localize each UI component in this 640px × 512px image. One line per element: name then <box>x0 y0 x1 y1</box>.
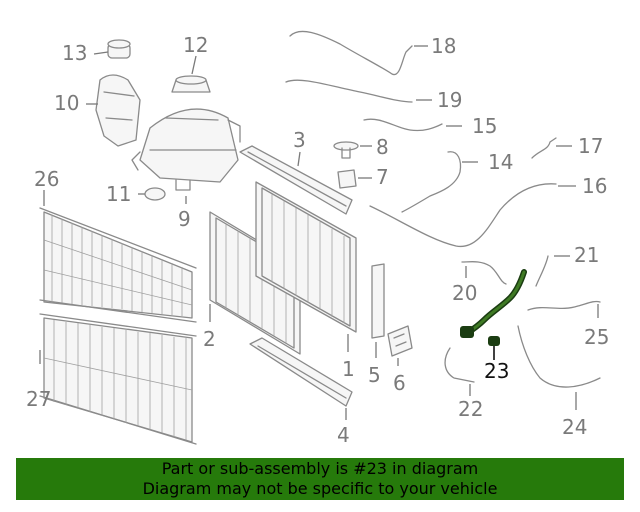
part-18-hose[interactable] <box>289 30 413 76</box>
part-27-grille-lower[interactable] <box>39 313 197 445</box>
label-part-25[interactable]: 25 <box>584 325 609 349</box>
part-19-hose[interactable] <box>285 79 413 103</box>
part-info-banner: Part or sub-assembly is #23 in diagram D… <box>16 458 624 500</box>
label-part-17[interactable]: 17 <box>578 134 603 158</box>
label-part-22[interactable]: 22 <box>458 397 483 421</box>
label-part-12[interactable]: 12 <box>183 33 208 57</box>
part-20-hose[interactable] <box>461 261 507 285</box>
label-part-24[interactable]: 24 <box>562 415 587 439</box>
label-part-26[interactable]: 26 <box>34 167 59 191</box>
part-8-mount[interactable] <box>333 141 359 159</box>
part-14-hose[interactable] <box>401 151 462 213</box>
part-9-reservoir[interactable] <box>131 108 241 191</box>
label-part-20[interactable]: 20 <box>452 281 477 305</box>
label-part-4[interactable]: 4 <box>337 423 350 447</box>
part-13-cap[interactable] <box>107 39 131 59</box>
part-labels: 1 2 3 4 5 6 7 8 9 10 11 12 13 14 15 16 1… <box>26 33 609 447</box>
label-part-6[interactable]: 6 <box>393 371 406 395</box>
label-part-11[interactable]: 11 <box>106 182 131 206</box>
part-3-radiator-top-bar[interactable] <box>239 145 353 215</box>
label-part-8[interactable]: 8 <box>376 135 389 159</box>
part-7-clip[interactable] <box>337 169 357 189</box>
label-part-13[interactable]: 13 <box>62 41 87 65</box>
part-12-cap[interactable] <box>171 75 211 93</box>
part-23-hose-highlighted[interactable] <box>460 269 527 346</box>
label-part-10[interactable]: 10 <box>54 91 79 115</box>
part-22-hose[interactable] <box>444 347 475 383</box>
part-17-hose[interactable] <box>531 137 557 159</box>
leader-lines <box>39 45 599 420</box>
banner-line-1: Part or sub-assembly is #23 in diagram <box>161 459 479 478</box>
label-part-7[interactable]: 7 <box>376 165 389 189</box>
part-10-expansion-tank[interactable] <box>95 74 141 147</box>
label-part-21[interactable]: 21 <box>574 243 599 267</box>
label-part-27[interactable]: 27 <box>26 387 51 411</box>
label-part-2[interactable]: 2 <box>203 327 216 351</box>
part-16-hose[interactable] <box>369 183 557 248</box>
label-part-5[interactable]: 5 <box>368 363 381 387</box>
part-25-hose[interactable] <box>527 300 601 311</box>
label-part-3[interactable]: 3 <box>293 128 306 152</box>
banner-line-2: Diagram may not be specific to your vehi… <box>142 479 498 498</box>
label-part-23[interactable]: 23 <box>484 359 509 383</box>
part-21-hose[interactable] <box>535 255 549 287</box>
part-11-grommet[interactable] <box>144 187 166 201</box>
part-4-lower-deflector[interactable] <box>249 337 353 407</box>
part-5-side-seal[interactable] <box>371 263 385 339</box>
label-part-1[interactable]: 1 <box>342 357 355 381</box>
label-part-14[interactable]: 14 <box>488 150 513 174</box>
label-part-19[interactable]: 19 <box>437 88 462 112</box>
label-part-9[interactable]: 9 <box>178 207 191 231</box>
part-6-bracket[interactable] <box>387 325 413 357</box>
label-part-15[interactable]: 15 <box>472 114 497 138</box>
label-part-18[interactable]: 18 <box>431 34 456 58</box>
label-part-16[interactable]: 16 <box>582 174 607 198</box>
part-24-hose[interactable] <box>517 325 601 388</box>
part-26-grille-upper[interactable] <box>39 207 197 323</box>
parts-diagram: 1 2 3 4 5 6 7 8 9 10 11 12 13 14 15 16 1… <box>26 30 609 447</box>
part-15-hose[interactable] <box>363 118 443 132</box>
part-1-main-radiator[interactable] <box>255 181 357 333</box>
